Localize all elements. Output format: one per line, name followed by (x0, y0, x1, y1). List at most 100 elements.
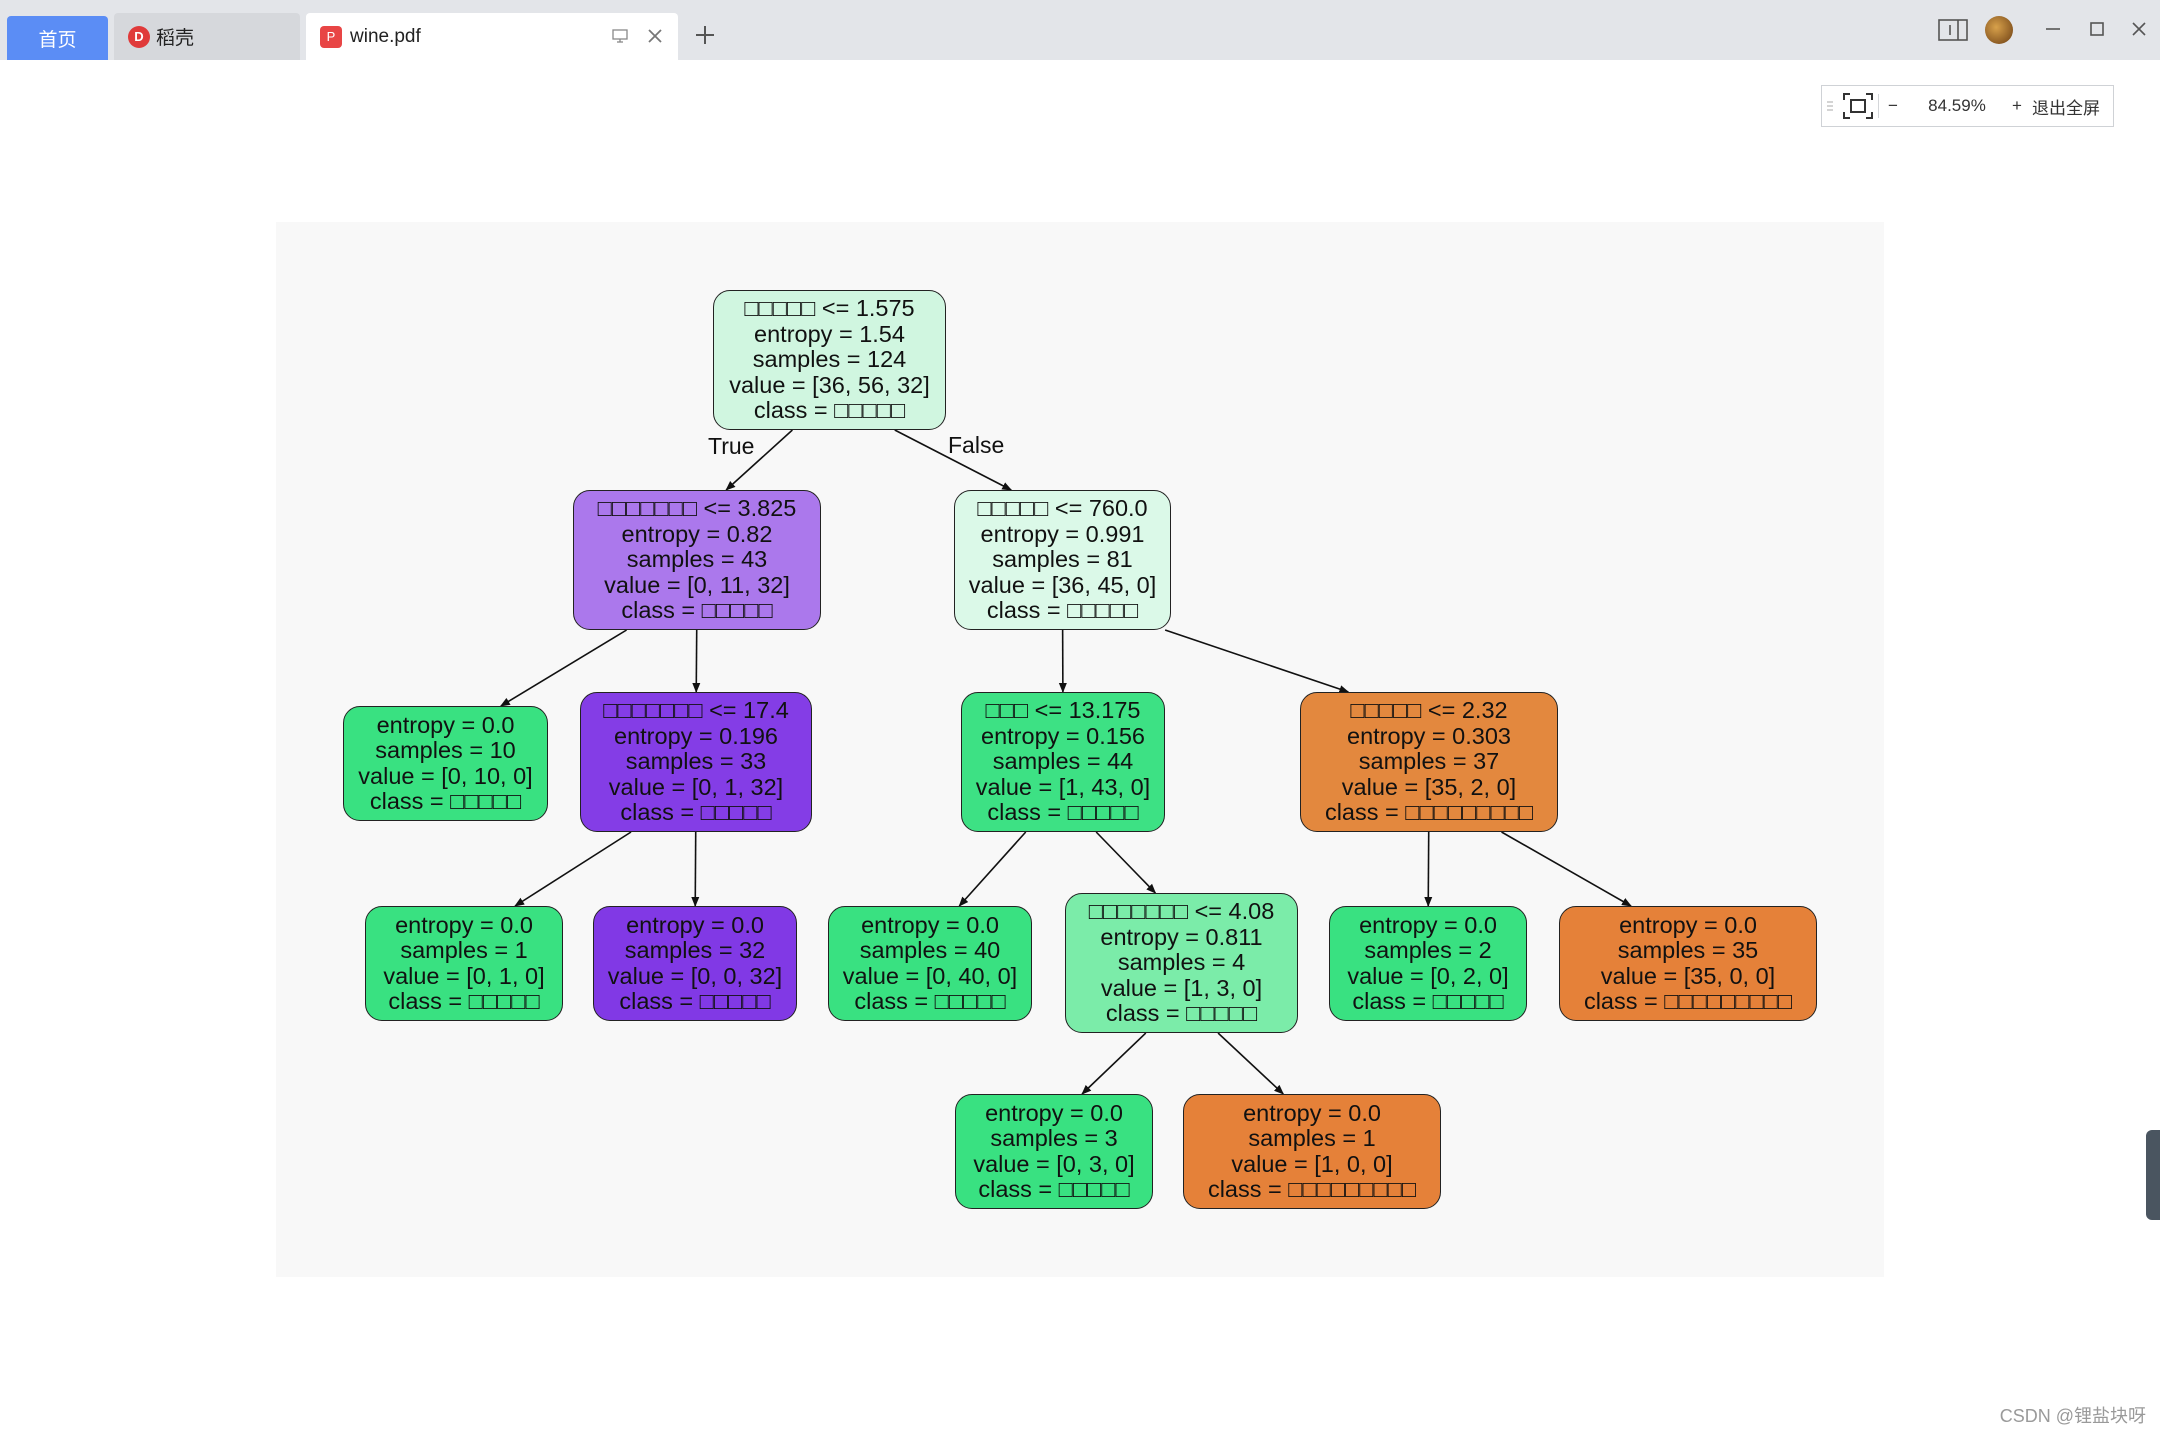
tree-node-line: entropy = 0.82 (621, 520, 773, 547)
tree-node-line: value = [1, 3, 0] (1100, 974, 1263, 1001)
tree-node-line: samples = 4 (1117, 949, 1246, 976)
zoom-out-button[interactable]: − (1882, 86, 1904, 126)
tree-node-line: samples = 37 (1358, 748, 1500, 775)
tree-edge (1095, 831, 1157, 894)
tree-node-line: entropy = 0.811 (1100, 923, 1263, 950)
tree-node-line: class = □□□□□ (986, 597, 1139, 624)
exit-fullscreen-label: 退出全屏 (2032, 98, 2100, 118)
tree-node-line: samples = 1 (400, 937, 528, 963)
tree-edge (1501, 831, 1632, 907)
tree-edge (958, 831, 1027, 907)
edge-label-true: True (708, 433, 755, 459)
tree-node-line: entropy = 0.991 (980, 520, 1145, 547)
tree-node-line: samples = 124 (752, 346, 907, 373)
tab-daoke[interactable]: D 稻壳 (114, 13, 300, 60)
tree-node-line: class = □□□□□ (388, 988, 540, 1014)
tree-edge (1164, 629, 1350, 693)
new-tab-icon[interactable] (694, 24, 716, 46)
zoom-in-button[interactable]: + (2006, 86, 2028, 126)
tree-edge (725, 429, 793, 491)
tree-edges (499, 429, 1632, 1095)
edge-label-false: False (948, 432, 1005, 458)
tree-node-line: □□□□□□□ <= 4.08 (1088, 898, 1275, 925)
tree-node-line: class = □□□□□ (1352, 988, 1504, 1014)
tree-node-line: value = [35, 0, 0] (1600, 962, 1776, 989)
exit-fullscreen-button[interactable]: 退出全屏 (2032, 86, 2112, 126)
reader-mode-icon[interactable] (1938, 19, 1968, 41)
tree-node-line: □□□□□□□ <= 3.825 (597, 495, 797, 522)
tree-edge (894, 429, 1013, 491)
tree-node-line: entropy = 0.0 (985, 1099, 1123, 1126)
zoom-in-label: + (2012, 96, 2022, 115)
tree-node-line: class = □□□□□ (369, 788, 522, 814)
tree-node-line: value = [0, 1, 32] (608, 773, 784, 800)
tree-node-line: samples = 44 (992, 748, 1134, 775)
tree-node-line: samples = 40 (859, 937, 1001, 963)
tree-node-line: class = □□□□□ (753, 397, 906, 424)
tree-node-line: entropy = 1.54 (754, 320, 905, 347)
tab-home-label: 首页 (38, 29, 77, 51)
tree-node-line: samples = 32 (624, 937, 766, 963)
tree-node-line: class = □□□□□ (978, 1176, 1130, 1202)
tree-edge (691, 831, 700, 907)
drag-handle-icon[interactable] (1826, 99, 1834, 113)
minimize-icon[interactable] (2044, 20, 2062, 38)
close-window-icon[interactable] (2130, 20, 2148, 38)
tree-node-line: value = [36, 56, 32] (729, 371, 930, 398)
tree-node-line: entropy = 0.0 (1359, 911, 1497, 938)
close-tab-icon[interactable] (646, 27, 664, 45)
tree-node-line: □□□□□ <= 760.0 (977, 495, 1148, 522)
tab-wine-pdf-label: wine.pdf (350, 25, 421, 47)
tree-node-line: samples = 10 (375, 737, 516, 763)
tree-node-line: samples = 1 (1248, 1125, 1376, 1151)
tree-node-line: □□□□□ <= 1.575 (744, 295, 915, 322)
fit-page-icon[interactable] (1842, 92, 1874, 120)
tree-node-line: value = [1, 43, 0] (975, 773, 1151, 800)
tree-node-line: entropy = 0.303 (1347, 722, 1511, 749)
watermark: CSDN @锂盐块呀 (1999, 1406, 2146, 1426)
tree-node-line: entropy = 0.0 (1619, 911, 1757, 938)
tree-node-line: value = [0, 11, 32] (604, 571, 790, 598)
pin-to-screen-icon[interactable] (612, 29, 628, 43)
tree-node-line: □□□□□□□ <= 17.4 (603, 697, 789, 724)
tree-node-line: class = □□□□□ (1105, 1000, 1258, 1027)
tree-node-line: value = [0, 3, 0] (973, 1150, 1135, 1177)
tree-node-line: value = [36, 45, 0] (968, 571, 1157, 598)
tree-node-line: value = [0, 10, 0] (358, 762, 533, 789)
tree-edge (1217, 1032, 1285, 1095)
tree-node-line: entropy = 0.0 (1243, 1099, 1381, 1126)
avatar[interactable] (1985, 16, 2013, 44)
tree-node-line: □□□□□ <= 2.32 (1350, 697, 1508, 724)
zoom-toolbar: − 84.59% + 退出全屏 (1821, 85, 2114, 127)
tree-node-line: class = □□□□□ (987, 799, 1139, 826)
tree-node-line: samples = 3 (990, 1125, 1118, 1151)
tree-node-line: entropy = 0.0 (861, 911, 999, 938)
pdf-file-icon: P (320, 25, 342, 48)
tab-home[interactable]: 首页 (7, 16, 108, 60)
tab-wine-pdf[interactable]: P wine.pdf (306, 13, 678, 60)
tree-edge (514, 831, 632, 907)
tree-node-line: entropy = 0.0 (376, 711, 515, 738)
maximize-icon[interactable] (2088, 20, 2106, 38)
tree-edge (692, 629, 701, 693)
tree-node-line: entropy = 0.0 (626, 911, 764, 938)
zoom-out-label: − (1888, 96, 1898, 115)
tree-edge (499, 629, 627, 707)
tree-node-line: samples = 33 (625, 748, 767, 775)
zoom-level-input[interactable]: 84.59% (1907, 86, 2007, 126)
tree-node-line: class = □□□□□□□□□ (1583, 988, 1793, 1014)
side-panel-handle[interactable] (2146, 1130, 2160, 1220)
tree-node-line: value = [0, 0, 32] (607, 962, 783, 989)
tab-daoke-label: 稻壳 (156, 28, 195, 49)
